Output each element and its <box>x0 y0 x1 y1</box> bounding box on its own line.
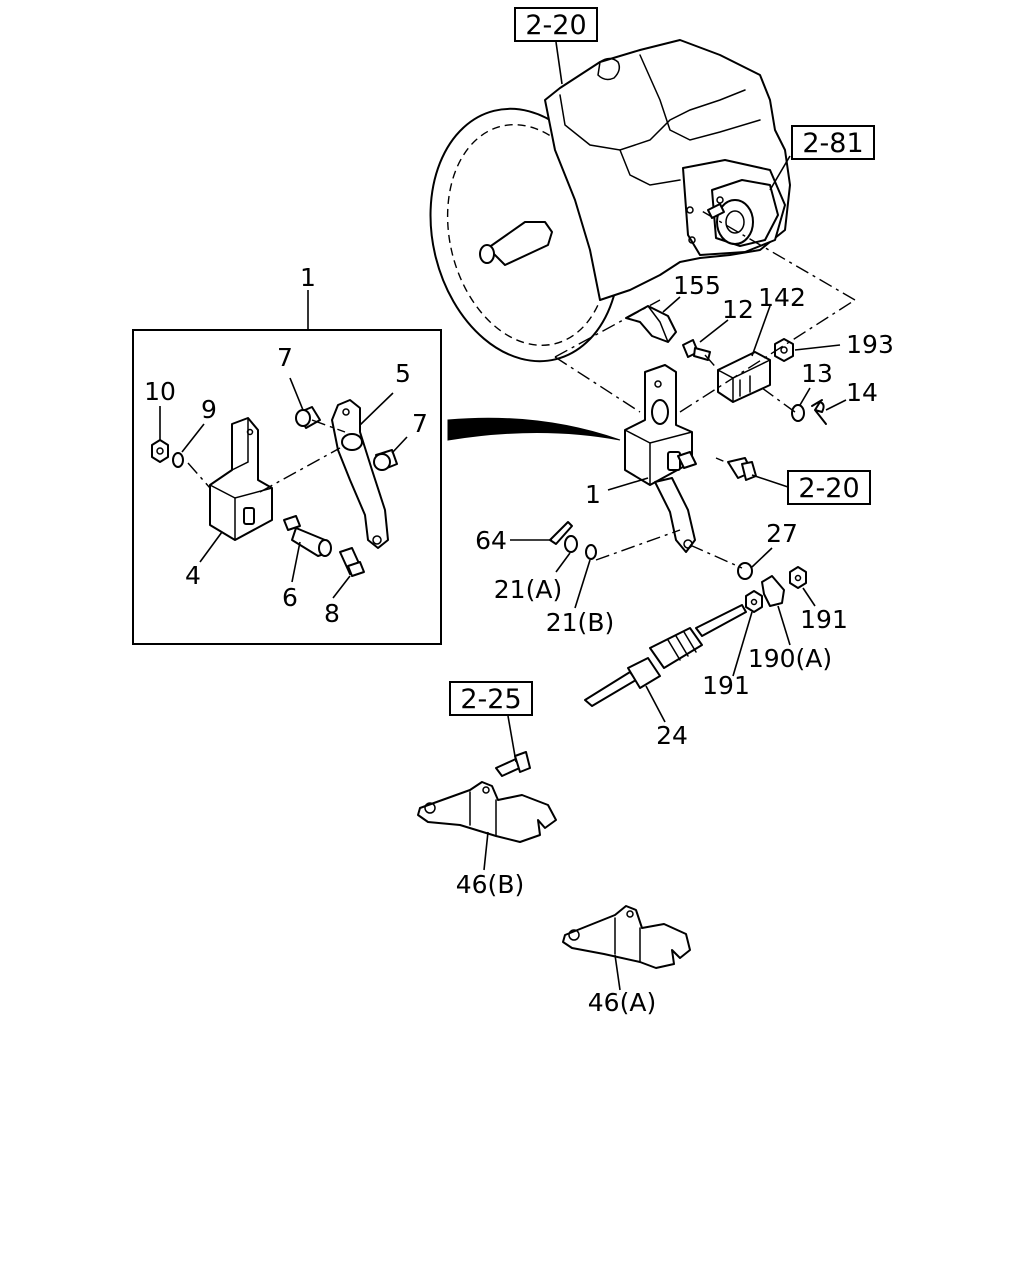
part-193-nut <box>774 338 794 362</box>
callout-1-group: 1 <box>300 263 316 292</box>
part-8-bolt <box>339 547 365 577</box>
part-155-clip <box>625 305 677 343</box>
callout-10: 10 <box>144 377 176 406</box>
part-14-cotter-pin <box>811 399 827 425</box>
ref-label: 2-20 <box>525 10 586 41</box>
part-191-nut-left <box>745 590 763 613</box>
bolt-ref-2-25 <box>495 751 531 777</box>
callout-46b: 46(B) <box>456 870 524 899</box>
callout-64: 64 <box>475 526 507 555</box>
part-64-cotter-pin <box>549 521 573 545</box>
part-24-cable <box>584 604 747 707</box>
callout-155: 155 <box>673 271 721 300</box>
part-21a-washer <box>564 535 578 553</box>
part-27-washer <box>737 562 753 580</box>
callout-1: 1 <box>585 480 601 509</box>
callout-9: 9 <box>201 395 217 424</box>
pointer-arrow <box>447 417 621 441</box>
ref-label: 2-81 <box>802 128 863 159</box>
transmission-housing <box>429 39 791 363</box>
callout-4: 4 <box>185 561 201 590</box>
callout-24: 24 <box>656 721 688 750</box>
bolt-ref-2-20 <box>715 457 757 481</box>
ref-label: 2-25 <box>460 684 521 715</box>
ref-label: 2-20 <box>798 473 859 504</box>
callout-13: 13 <box>801 359 833 388</box>
part-46a-bracket <box>562 905 691 969</box>
callout-7-upper: 7 <box>277 343 293 372</box>
part-13-washer <box>791 404 805 422</box>
part-7-bushing-upper <box>295 406 321 429</box>
part-5-lever <box>331 399 389 549</box>
callout-21b: 21(B) <box>546 608 614 637</box>
callout-8: 8 <box>324 599 340 628</box>
part-7-bushing-lower <box>373 449 398 471</box>
subassembly-frame <box>132 329 442 645</box>
callout-21a: 21(A) <box>494 575 562 604</box>
callout-142: 142 <box>758 283 806 312</box>
callout-5: 5 <box>395 359 411 388</box>
part-142-block <box>717 351 771 403</box>
part-191-nut-right <box>789 566 807 589</box>
callout-14: 14 <box>846 378 878 407</box>
callout-6: 6 <box>282 583 298 612</box>
part-10-nut <box>151 439 169 463</box>
part-190a-clevis <box>761 575 785 607</box>
callout-191-left: 191 <box>702 671 750 700</box>
callout-12: 12 <box>722 295 754 324</box>
part-4-bracket <box>209 417 273 541</box>
callout-labels: 1 7 5 10 9 7 4 6 8 155 12 142 193 13 14 … <box>144 263 894 1017</box>
callout-7-lower: 7 <box>412 409 428 438</box>
callout-193: 193 <box>846 330 894 359</box>
part-6-pin <box>283 515 332 557</box>
callout-191-right: 191 <box>800 605 848 634</box>
ref-box-2-25: 2-25 <box>449 681 533 716</box>
ref-box-2-81: 2-81 <box>791 125 875 160</box>
callout-190a: 190(A) <box>748 644 832 673</box>
part-9-washer <box>172 452 184 468</box>
part-46b-bracket <box>417 781 557 843</box>
part-21b-washer <box>585 544 597 560</box>
ref-box-2-20-top: 2-20 <box>514 7 598 42</box>
part-1-assembled-bracket <box>624 364 697 553</box>
ref-box-2-20-mid: 2-20 <box>787 470 871 505</box>
leader-lines <box>159 41 847 991</box>
callout-46a: 46(A) <box>588 988 656 1017</box>
callout-27: 27 <box>766 519 798 548</box>
